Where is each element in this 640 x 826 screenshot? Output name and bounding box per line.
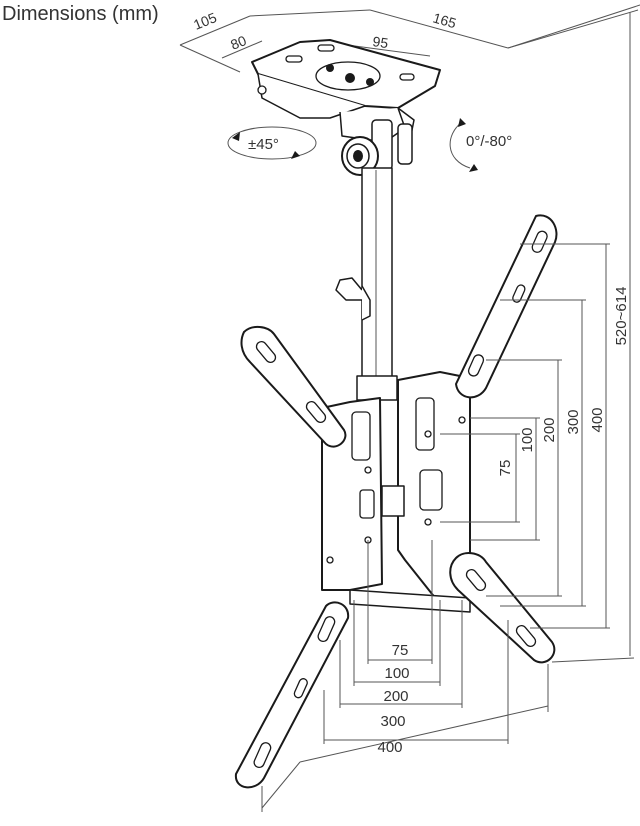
dim-95: 95 (372, 33, 390, 51)
vesa-arm-bottom-left (234, 601, 350, 789)
vesa-v-200: 200 (541, 417, 558, 442)
vesa-v-75: 75 (497, 460, 514, 477)
diagram-title: Dimensions (mm) (2, 3, 159, 25)
swivel-annotation: ±45° (227, 126, 317, 160)
tilt-annotation: 0°/-80° (449, 118, 512, 172)
vesa-arm-top-right (455, 214, 558, 399)
height-range-label: 520~614 (613, 287, 630, 346)
vesa-h-100: 100 (384, 665, 409, 682)
vesa-h-200: 200 (383, 688, 408, 705)
tilt-angle-label: 0°/-80° (466, 133, 512, 150)
swivel-angle-label: ±45° (248, 136, 279, 153)
vesa-h-400: 400 (377, 739, 402, 756)
vesa-h-300: 300 (380, 713, 405, 730)
dim-105: 105 (191, 9, 219, 33)
vesa-v-100: 100 (519, 427, 536, 452)
vesa-v-400: 400 (589, 407, 606, 432)
telescopic-pole (335, 167, 398, 401)
vesa-arm-bottom-right (449, 552, 556, 664)
dim-165: 165 (431, 10, 458, 32)
mounting-bracket-right (381, 371, 471, 605)
dim-80: 80 (228, 32, 249, 53)
vesa-h-75: 75 (392, 642, 409, 659)
vesa-arm-top-left (240, 326, 347, 448)
vesa-v-300: 300 (565, 409, 582, 434)
vesa-vertical-dimensions: 75 100 200 300 400 520~614 (440, 9, 639, 663)
vesa-horizontal-dimensions: 75 100 200 300 400 (261, 540, 549, 812)
tilt-knob (341, 136, 379, 176)
